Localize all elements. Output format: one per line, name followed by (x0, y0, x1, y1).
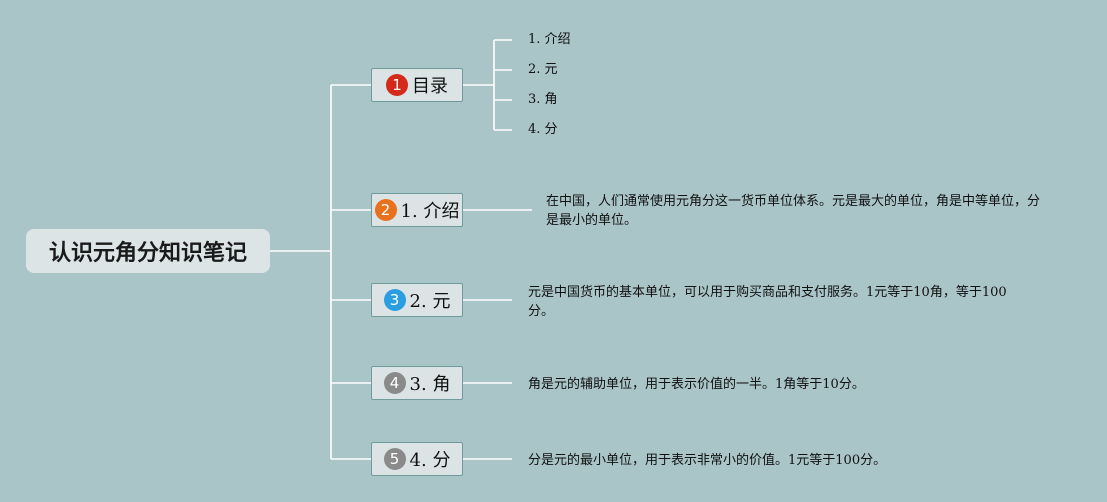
topic-toc[interactable]: 1 目录 (371, 68, 463, 102)
topic-intro[interactable]: 2 1. 介绍 (371, 193, 463, 227)
topic-label: 1. 介绍 (400, 201, 460, 222)
topic-jiao[interactable]: 4 3. 角 (371, 366, 463, 400)
toc-item[interactable]: 2. 元 (528, 62, 558, 77)
number-badge-icon: 3 (383, 289, 406, 311)
root-topic[interactable]: 认识元角分知识笔记 (26, 229, 270, 273)
toc-item[interactable]: 1. 介绍 (528, 32, 571, 47)
number-badge-icon: 5 (383, 448, 406, 470)
topic-fen[interactable]: 5 4. 分 (371, 442, 463, 476)
toc-item[interactable]: 3. 角 (528, 92, 558, 107)
topic-label: 4. 分 (409, 450, 451, 471)
topic-label: 3. 角 (409, 374, 451, 395)
topic-label: 目录 (412, 76, 448, 97)
note-fen[interactable]: 分是元的最小单位，用于表示非常小的价值。1元等于100分。 (528, 453, 887, 468)
number-badge-icon: 1 (386, 74, 408, 96)
note-intro[interactable]: 在中国，人们通常使用元角分这一货币单位体系。元是最大的单位，角是中等单位，分是最… (546, 194, 1041, 228)
toc-item[interactable]: 4. 分 (528, 122, 558, 137)
number-badge-icon: 4 (383, 372, 406, 394)
note-jiao[interactable]: 角是元的辅助单位，用于表示价值的一半。1角等于10分。 (528, 377, 865, 392)
note-yuan[interactable]: 元是中国货币的基本单位，可以用于购买商品和支付服务。1元等于10角，等于100分… (528, 285, 1007, 319)
topic-yuan[interactable]: 3 2. 元 (371, 283, 463, 317)
number-badge-icon: 2 (374, 199, 397, 221)
topic-label: 2. 元 (409, 291, 451, 312)
